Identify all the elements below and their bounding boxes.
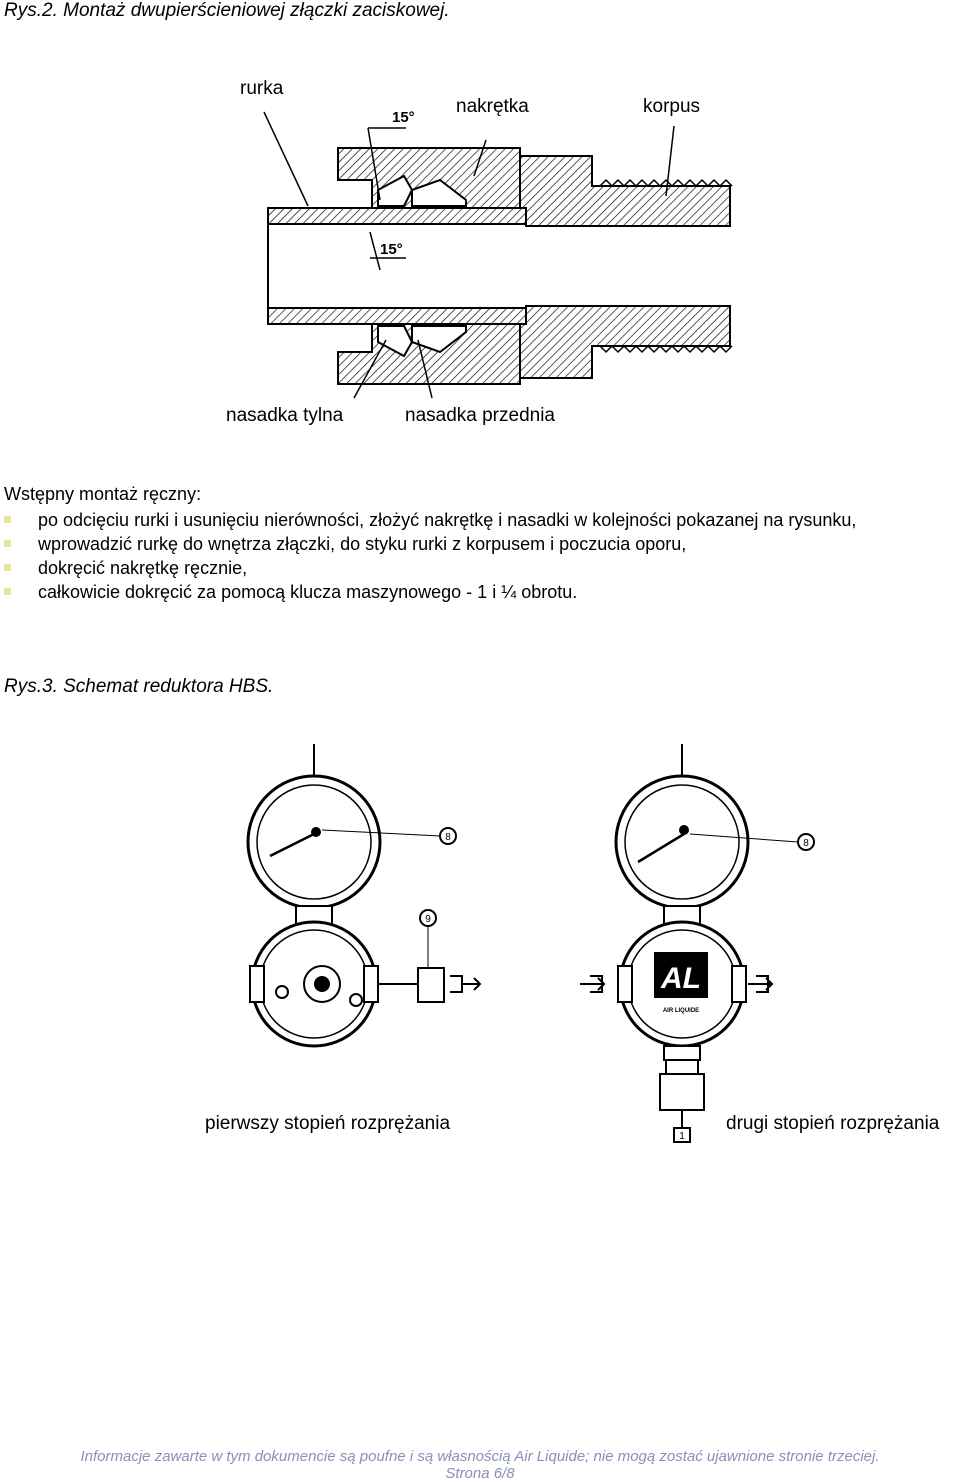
page-number: Strona 6/8 [445, 1465, 515, 1482]
list-item: po odcięciu rurki i usunięciu nierównośc… [0, 508, 956, 532]
outlet-fitting [417, 967, 445, 1003]
angle-label-inner: 15° [380, 241, 403, 258]
svg-text:AL: AL [660, 962, 701, 995]
leader-nakretka [473, 139, 487, 177]
svg-text:AIR LIQUIDE: AIR LIQUIDE [663, 1008, 699, 1014]
angle-label-top: 15° [392, 109, 415, 126]
confidentiality-notice: Informacje zawarte w tym dokumencie są p… [80, 1448, 880, 1465]
list-item: wprowadzić rurkę do wnętrza złączki, do … [0, 532, 956, 556]
label-korpus: korpus [643, 96, 701, 117]
label-nakretka: nakrętka [456, 96, 529, 117]
air-liquide-logo-icon [654, 952, 708, 998]
regulator-schematic: 8 9 8 AL AIR LIQUIDE [246, 744, 815, 1143]
bullet-square-icon [4, 540, 11, 547]
outlet-arrow-icon [450, 975, 482, 993]
outlet-arrow-icon [748, 975, 774, 993]
second-stage-regulator: 8 AL AIR LIQUIDE 1 [580, 744, 815, 1143]
back-ferrule [377, 174, 414, 358]
figure-2-caption: Rys.2. Montaż dwupierścieniowej złączki … [4, 0, 450, 21]
svg-text:8: 8 [445, 832, 451, 843]
tube-wall [267, 207, 527, 325]
instruction-list: po odcięciu rurki i usunięciu nierównośc… [0, 508, 956, 604]
leader-nasadka-tylna [353, 339, 387, 399]
label-nasadka-przednia: nasadka przednia [405, 405, 555, 426]
leader-nasadka-przednia [417, 339, 433, 399]
callout-circle [797, 833, 815, 851]
front-ferrule [411, 178, 467, 354]
svg-text:9: 9 [425, 914, 431, 925]
bullet-square-icon [4, 588, 11, 595]
pressure-gauge [246, 774, 382, 910]
callout-circle [419, 909, 437, 927]
leader-korpus [665, 125, 675, 197]
bullet-square-icon [4, 516, 11, 523]
compression-fitting-drawing: 15° 15° [263, 109, 733, 399]
bullet-square-icon [4, 564, 11, 571]
inlet-arrow-icon [580, 975, 606, 993]
svg-text:8: 8 [803, 838, 809, 849]
label-nasadka-tylna: nasadka tylna [226, 405, 344, 426]
leader-rurka [263, 111, 309, 207]
list-item: całkowicie dokręcić za pomocą klucza mas… [0, 580, 956, 604]
label-first-stage: pierwszy stopień rozprężania [205, 1113, 451, 1134]
label-second-stage: drugi stopień rozprężania [726, 1113, 940, 1134]
body-section [519, 155, 733, 379]
callout-box [673, 1127, 691, 1143]
figure-3-caption: Rys.3. Schemat reduktora HBS. [4, 676, 274, 697]
pressure-gauge [614, 774, 750, 910]
callout-circle [439, 827, 457, 845]
inlet-connector [659, 1073, 705, 1111]
first-stage-regulator: 8 9 [246, 744, 482, 1048]
instructions-heading: Wstępny montaż ręczny: [4, 484, 202, 504]
label-rurka: rurka [240, 78, 284, 99]
svg-text:1: 1 [679, 1131, 685, 1142]
list-item: dokręcić nakrętkę ręcznie, [0, 556, 956, 580]
